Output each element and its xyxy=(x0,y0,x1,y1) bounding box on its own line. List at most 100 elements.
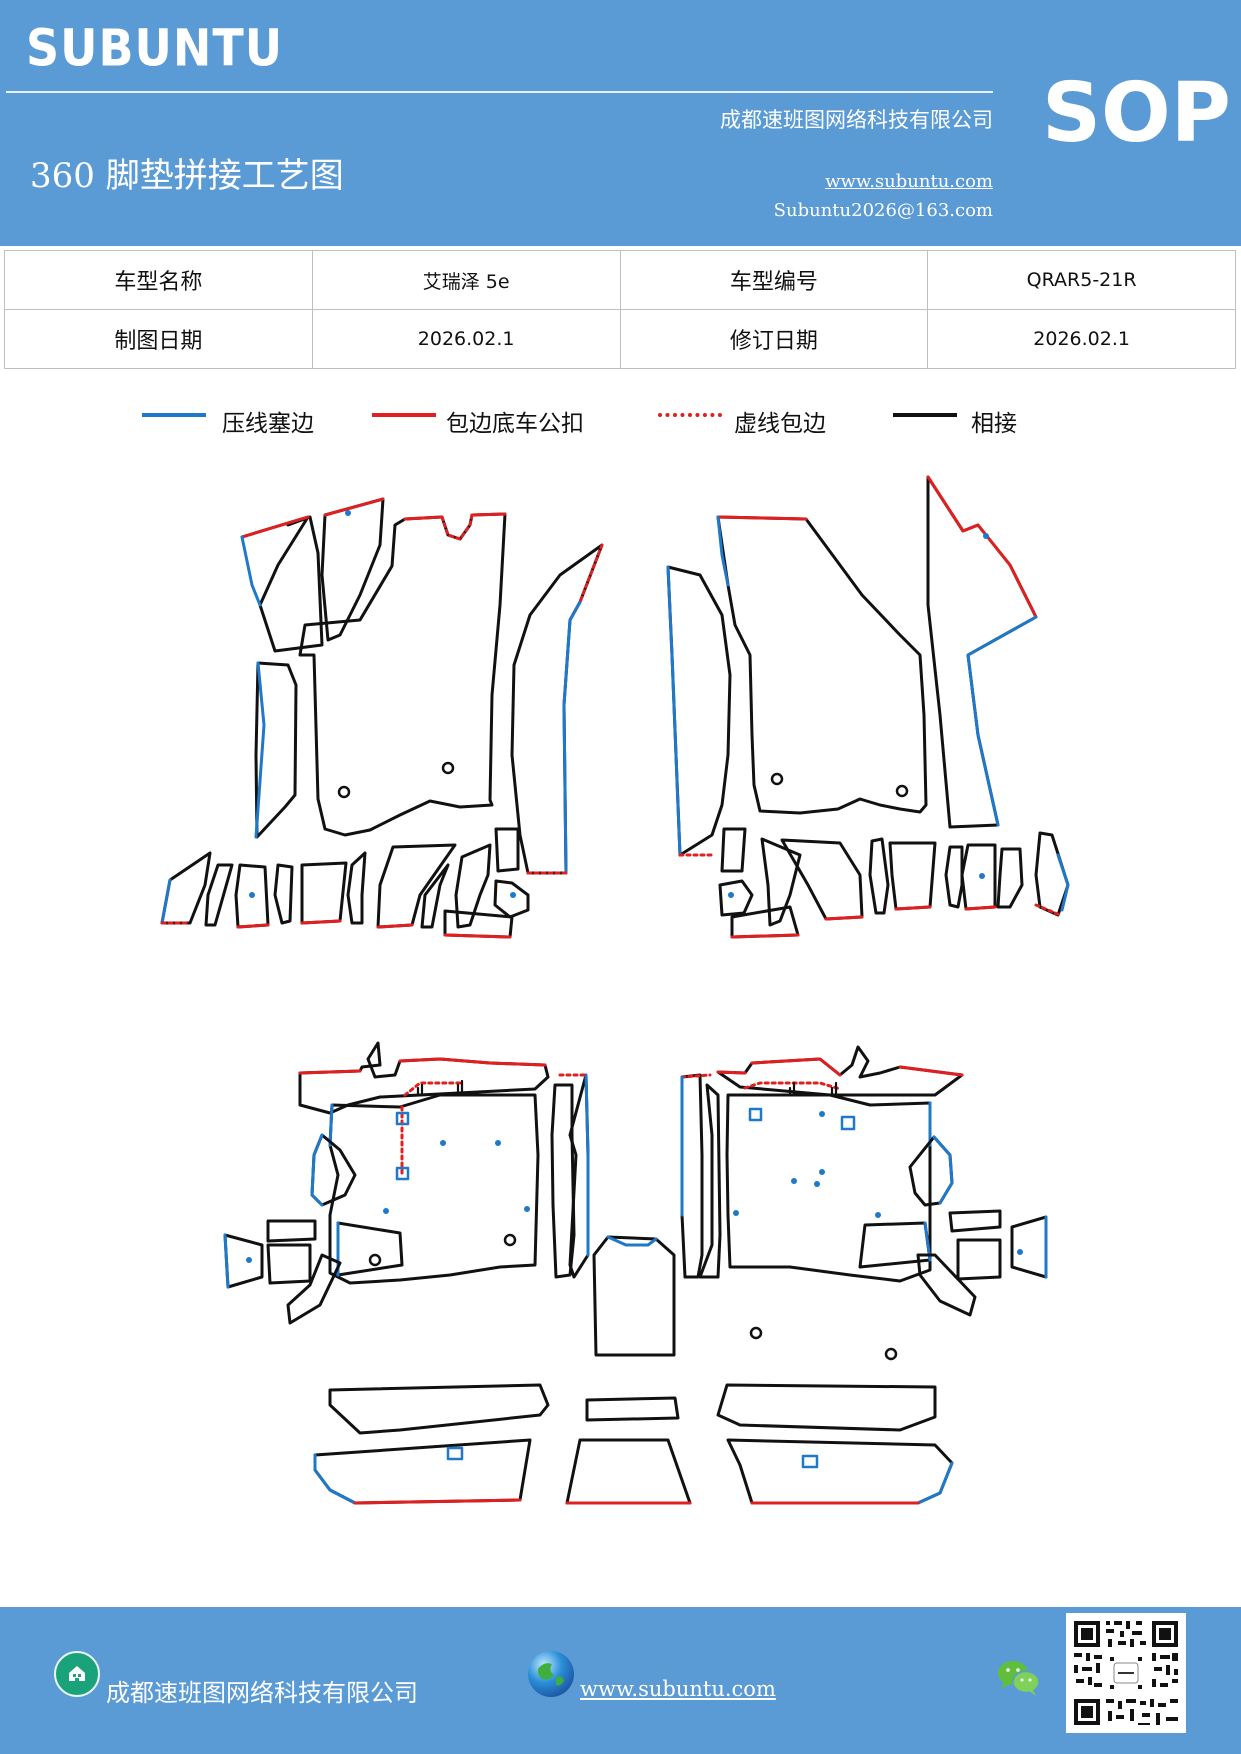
blue-edge xyxy=(916,1461,954,1505)
blue-dot xyxy=(440,1140,446,1146)
mat-piece xyxy=(313,1438,532,1505)
globe-icon xyxy=(528,1651,574,1697)
blue-dot xyxy=(814,1181,820,1187)
mat-piece xyxy=(266,1219,317,1243)
table-row: 车型名称 艾瑞泽 5e 车型编号 QRAR5-21R xyxy=(4,250,1236,310)
mat-piece xyxy=(493,879,530,919)
red-edge xyxy=(298,1069,362,1075)
blue-edge xyxy=(313,1453,357,1505)
red-edge xyxy=(403,515,444,521)
footer-website-link[interactable]: www.subuntu.com xyxy=(580,1677,776,1701)
vehicle-info-table: 车型名称 艾瑞泽 5e 车型编号 QRAR5-21R 制图日期 2026.02.… xyxy=(4,250,1236,369)
sop-badge: SOP xyxy=(1042,66,1231,161)
mat-hole xyxy=(749,1326,763,1340)
page-footer: 成都速班图网络科技有限公司 www.subuntu.com xyxy=(0,1607,1241,1754)
legend-swatch-red-dotted xyxy=(658,413,722,417)
blue-dot xyxy=(249,892,255,898)
legend-label: 包边底车公扣 xyxy=(446,411,584,437)
mat-piece xyxy=(204,863,234,927)
mat-piece xyxy=(298,1041,550,1115)
mat-piece xyxy=(948,1209,1002,1233)
mat-piece xyxy=(510,543,604,875)
text-mark xyxy=(412,1079,470,1097)
mat-piece xyxy=(328,1093,540,1285)
blue-edge xyxy=(160,878,172,925)
header-email: Subuntu2026@163.com xyxy=(773,200,993,221)
mat-piece xyxy=(346,851,367,925)
line-legend: 压线塞边 包边底车公扣 虚线包边 相接 xyxy=(0,400,1241,440)
home-icon xyxy=(54,1651,100,1697)
mat-piece xyxy=(698,1083,722,1279)
blue-edge xyxy=(966,615,1038,827)
blue-edge xyxy=(1056,853,1070,912)
blue-edge xyxy=(606,1235,658,1247)
red-dotted-edge xyxy=(403,1081,462,1097)
mat-piece xyxy=(726,1438,954,1505)
mat-piece xyxy=(550,1083,576,1279)
mat-hole xyxy=(441,761,455,775)
red-edge xyxy=(926,475,1038,619)
blue-dot xyxy=(979,873,985,879)
text-mark xyxy=(784,1081,842,1097)
mat-piece xyxy=(300,861,348,925)
mat-piece xyxy=(760,837,802,927)
blue-dot xyxy=(791,1178,797,1184)
blue-dot xyxy=(524,1206,530,1212)
mat-piece xyxy=(286,1253,342,1325)
blue-dot xyxy=(983,533,989,539)
mat-slot xyxy=(801,1454,819,1469)
blue-dot xyxy=(875,1212,881,1218)
red-edge xyxy=(236,923,270,929)
red-edge xyxy=(353,1498,522,1505)
mat-piece xyxy=(298,512,507,837)
mat-piece xyxy=(443,909,514,939)
mat-piece xyxy=(888,841,937,911)
mat-piece xyxy=(718,879,754,917)
blue-edge xyxy=(223,1233,230,1289)
red-edge xyxy=(323,497,385,517)
red-edge xyxy=(730,933,800,939)
blue-dot xyxy=(510,892,516,898)
mat-slot xyxy=(395,1166,410,1181)
mat-piece xyxy=(585,1396,680,1422)
mat-piece xyxy=(240,515,324,653)
red-dotted-edge xyxy=(1034,903,1062,917)
mat-piece xyxy=(720,827,747,873)
mat-piece xyxy=(420,863,450,929)
floor-mat-diagram xyxy=(160,475,1070,1505)
mat-hole xyxy=(770,772,784,786)
red-dotted-edge xyxy=(578,543,604,604)
mat-hole xyxy=(503,1233,517,1247)
legend-swatch-red xyxy=(372,413,436,417)
red-edge xyxy=(894,905,932,911)
blue-dot xyxy=(1017,1249,1023,1255)
model-name-label: 车型名称 xyxy=(4,250,313,310)
blue-edge xyxy=(562,600,582,875)
mat-piece xyxy=(716,515,928,815)
drawing-date-value: 2026.02.1 xyxy=(311,309,621,369)
red-edge xyxy=(716,1070,747,1075)
mat-piece xyxy=(730,905,800,939)
red-edge xyxy=(898,1065,964,1077)
header-website-link[interactable]: www.subuntu.com xyxy=(825,171,993,192)
mat-piece xyxy=(956,1238,1002,1281)
front-right-mat-group xyxy=(666,475,1070,939)
mat-slot xyxy=(748,1107,763,1122)
legend-swatch-blue xyxy=(142,413,206,417)
legend-label: 压线塞边 xyxy=(222,411,314,437)
blue-edge xyxy=(254,661,266,839)
mat-piece xyxy=(725,1093,932,1283)
revision-date-value: 2026.02.1 xyxy=(927,309,1236,369)
page-title: 360 脚垫拼接工艺图 xyxy=(30,156,344,196)
blue-dot xyxy=(728,892,734,898)
blue-dot xyxy=(495,1140,501,1146)
wechat-icon[interactable] xyxy=(996,1657,1042,1699)
mat-slot xyxy=(446,1446,464,1461)
mat-piece xyxy=(565,1438,692,1505)
mat-slot xyxy=(840,1115,856,1131)
mat-piece xyxy=(494,827,520,873)
table-row: 制图日期 2026.02.1 修订日期 2026.02.1 xyxy=(4,309,1236,369)
red-edge xyxy=(964,905,997,911)
red-edge xyxy=(398,1057,547,1067)
mat-piece xyxy=(680,1073,704,1279)
